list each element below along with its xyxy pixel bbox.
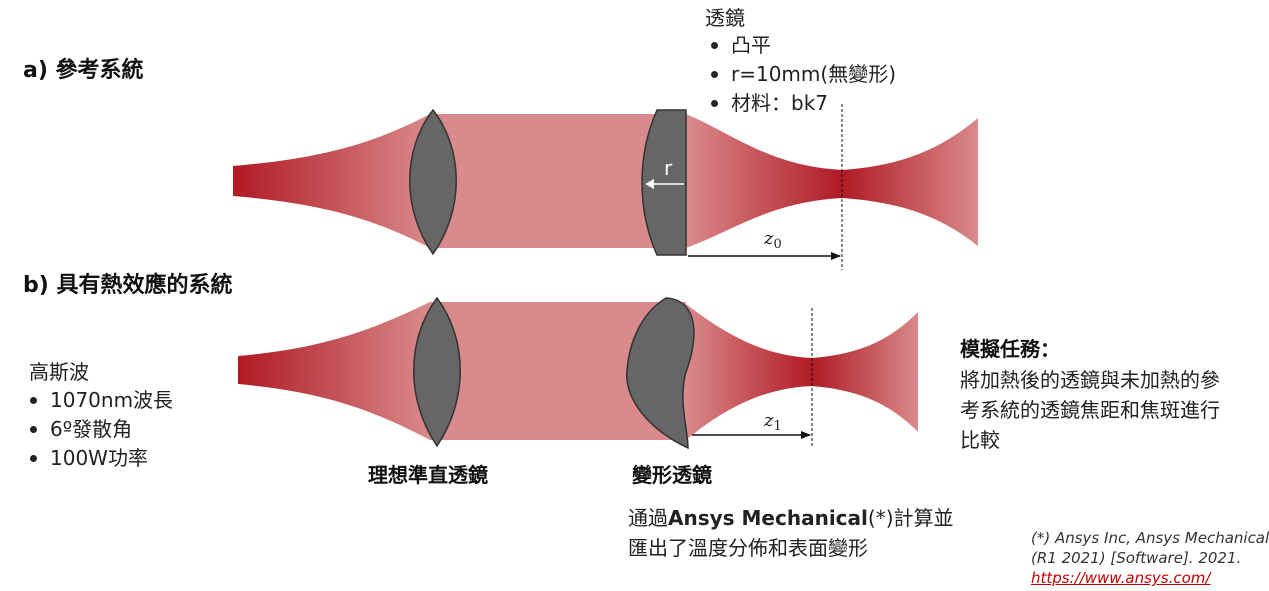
beam-b-focusing bbox=[686, 304, 812, 440]
beam-b bbox=[238, 302, 918, 440]
beam-b-diverging bbox=[812, 312, 918, 432]
lens-a-collimating bbox=[409, 108, 457, 256]
task-heading: 模擬任務： bbox=[960, 337, 1060, 361]
lens-info-heading: 透鏡 bbox=[705, 6, 745, 30]
z0-label: z0 bbox=[763, 228, 782, 252]
section-b-title: b) 具有熱效應的系統 bbox=[23, 273, 233, 298]
section-a-title: a) 參考系統 bbox=[23, 58, 144, 83]
deformed-lens-label: 變形透鏡 bbox=[632, 463, 712, 487]
mechanical-note-pre: 通過 bbox=[628, 506, 668, 530]
lens-info-item: 材料：bk7 bbox=[705, 89, 896, 118]
task-line: 考系統的透鏡焦距和焦斑進行 bbox=[960, 398, 1220, 422]
beam-b-incoming bbox=[238, 302, 430, 440]
task-line: 比較 bbox=[960, 428, 1000, 452]
reference-line: (*) Ansys Inc, Ansys Mechanical bbox=[1031, 529, 1269, 547]
beam-a bbox=[233, 114, 978, 248]
gaussian-list: 1070nm波長 6º發散角 100W功率 bbox=[24, 386, 173, 473]
task-line: 將加熱後的透鏡與未加熱的參 bbox=[960, 368, 1220, 392]
mechanical-note-line1: 通過Ansys Mechanical(*)計算並 bbox=[628, 502, 954, 531]
beam-a-incoming bbox=[233, 114, 430, 248]
lens-b-collimating bbox=[413, 296, 461, 448]
collimating-lens-label: 理想準直透鏡 bbox=[368, 463, 488, 487]
lens-info-item: 凸平 bbox=[705, 31, 896, 60]
reference-link[interactable]: https://www.ansys.com/ bbox=[1031, 569, 1211, 587]
radius-label: r bbox=[664, 156, 673, 180]
lens-info-list: 凸平 r=10mm(無變形) 材料：bk7 bbox=[705, 31, 896, 118]
beam-a-focusing bbox=[686, 114, 842, 248]
reference: (*) Ansys Inc, Ansys Mechanical (R1 2021… bbox=[1031, 528, 1269, 588]
lens-b-deformed bbox=[626, 297, 695, 450]
z1-label: z1 bbox=[763, 410, 782, 434]
mechanical-note-line2: 匯出了溫度分佈和表面變形 bbox=[628, 536, 868, 560]
lens-info-item: r=10mm(無變形) bbox=[705, 60, 896, 89]
gaussian-heading: 高斯波 bbox=[29, 360, 89, 384]
gaussian-item: 6º發散角 bbox=[24, 415, 173, 444]
beam-a-diverging bbox=[842, 118, 978, 246]
mechanical-note-post: (*)計算並 bbox=[867, 506, 954, 530]
gaussian-item: 100W功率 bbox=[24, 444, 173, 473]
gaussian-item: 1070nm波長 bbox=[24, 386, 173, 415]
reference-line: (R1 2021) [Software]. 2021. bbox=[1031, 549, 1242, 567]
lens-a-planoconvex bbox=[641, 109, 687, 256]
mechanical-note-bold: Ansys Mechanical bbox=[668, 506, 868, 530]
